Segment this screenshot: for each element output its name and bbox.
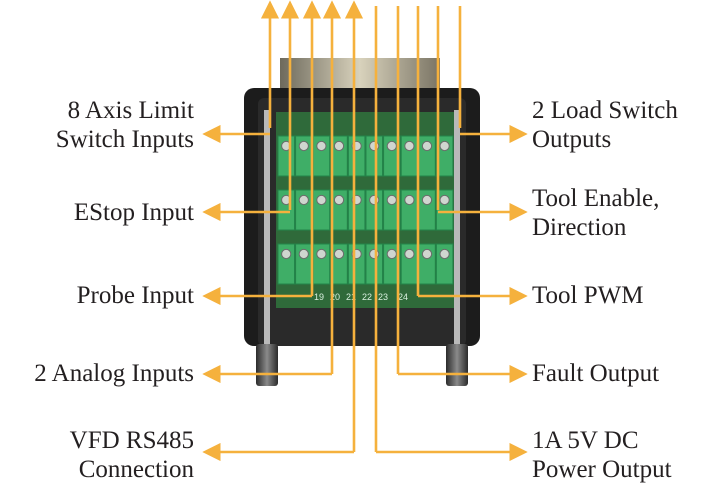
terminal-screw: [386, 140, 397, 152]
terminal-screw: [298, 194, 309, 206]
terminal-screw: [404, 194, 415, 206]
label-probe-input: Probe Input: [76, 282, 194, 309]
label-load-switch-outputs: 2 Load Switch Outputs: [532, 97, 678, 153]
terminal-number: 24: [398, 292, 408, 302]
terminal-screw: [298, 140, 309, 152]
terminal-screw: [298, 248, 309, 260]
terminal-screw: [386, 248, 397, 260]
terminal-screw: [439, 140, 450, 152]
terminal-screw: [404, 248, 415, 260]
label-tool-enable-direction: Tool Enable, Direction: [532, 185, 660, 241]
label-power-output: 1A 5V DC Power Output: [532, 427, 672, 483]
terminal-number: 19: [314, 292, 324, 302]
right-rod: [454, 110, 460, 350]
terminal-screw: [281, 248, 292, 260]
terminal-screw: [386, 194, 397, 206]
terminal-number: 22: [362, 292, 372, 302]
terminal-screw: [439, 194, 450, 206]
terminal-number: 23: [378, 292, 388, 302]
terminal-number: 21: [346, 292, 356, 302]
terminal-screw: [421, 248, 433, 260]
terminal-screw: [404, 140, 415, 152]
label-analog-inputs: 2 Analog Inputs: [34, 360, 194, 387]
label-vfd-rs485: VFD RS485 Connection: [69, 427, 194, 483]
right-knob: [446, 344, 468, 386]
label-tool-pwm: Tool PWM: [532, 282, 644, 309]
label-estop-input: EStop Input: [73, 199, 194, 226]
terminal-screw: [421, 194, 433, 206]
label-limit-switch-inputs: 8 Axis Limit Switch Inputs: [55, 97, 194, 153]
terminal-screw: [421, 140, 433, 152]
terminal-screw: [316, 248, 327, 260]
left-knob: [256, 344, 278, 386]
terminal-screw: [333, 140, 345, 152]
terminal-number: 20: [330, 292, 340, 302]
left-rod: [264, 110, 270, 350]
terminal-screw: [333, 194, 345, 206]
terminal-screw: [316, 140, 327, 152]
terminal-screw: [316, 194, 327, 206]
terminal-screw: [333, 248, 345, 260]
terminal-screw: [439, 248, 450, 260]
label-fault-output: Fault Output: [532, 360, 660, 387]
